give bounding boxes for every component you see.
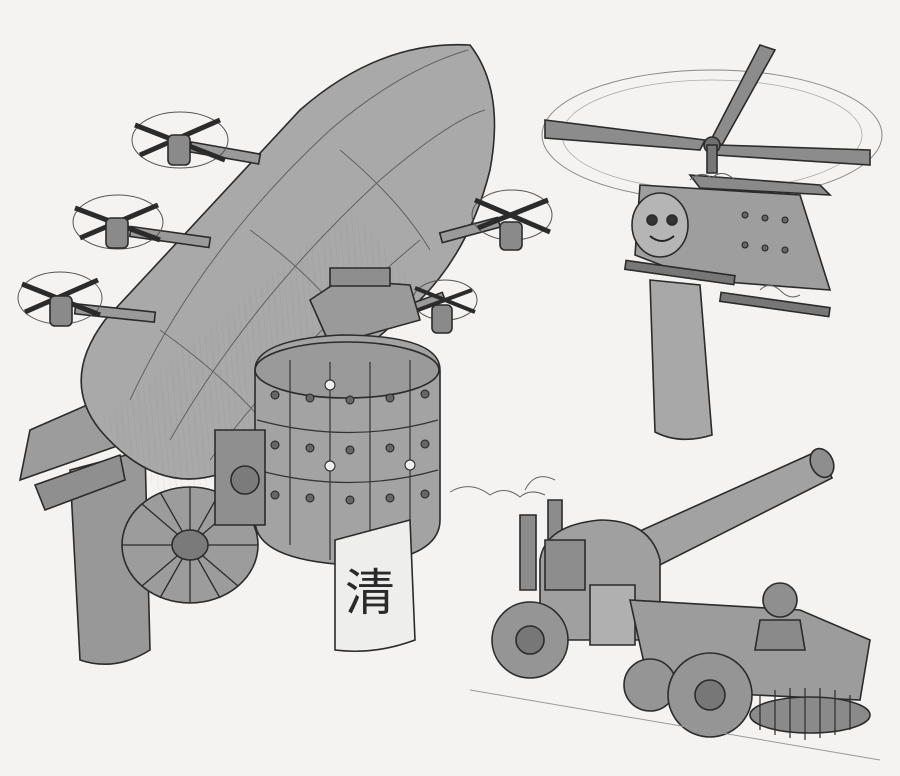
propeller-2 (73, 195, 163, 249)
propeller-5 (413, 280, 477, 333)
airship-banner: 清 (335, 520, 415, 651)
locomotive-rotor-blades (545, 45, 870, 173)
locomotive-banner (650, 280, 712, 439)
airship: 清 (18, 45, 552, 665)
airship-lower-cylinder (70, 450, 150, 664)
airship-gondola (215, 335, 440, 565)
propeller-4 (472, 190, 552, 250)
gondola-portholes (271, 380, 429, 504)
airship-fin-lower (35, 455, 125, 510)
propeller-1 (132, 112, 228, 168)
locomotive-skids (625, 260, 830, 316)
steam-tractor (450, 445, 880, 760)
tractor-wheel-front-left (492, 602, 568, 678)
banner-character: 清 (345, 564, 395, 622)
propeller-3 (18, 272, 102, 326)
tractor-cage (750, 688, 870, 740)
tractor-driver (755, 583, 805, 650)
locomotive-face (632, 193, 688, 257)
tractor-wheel-rear (668, 653, 752, 737)
rotor-locomotive (542, 45, 882, 439)
